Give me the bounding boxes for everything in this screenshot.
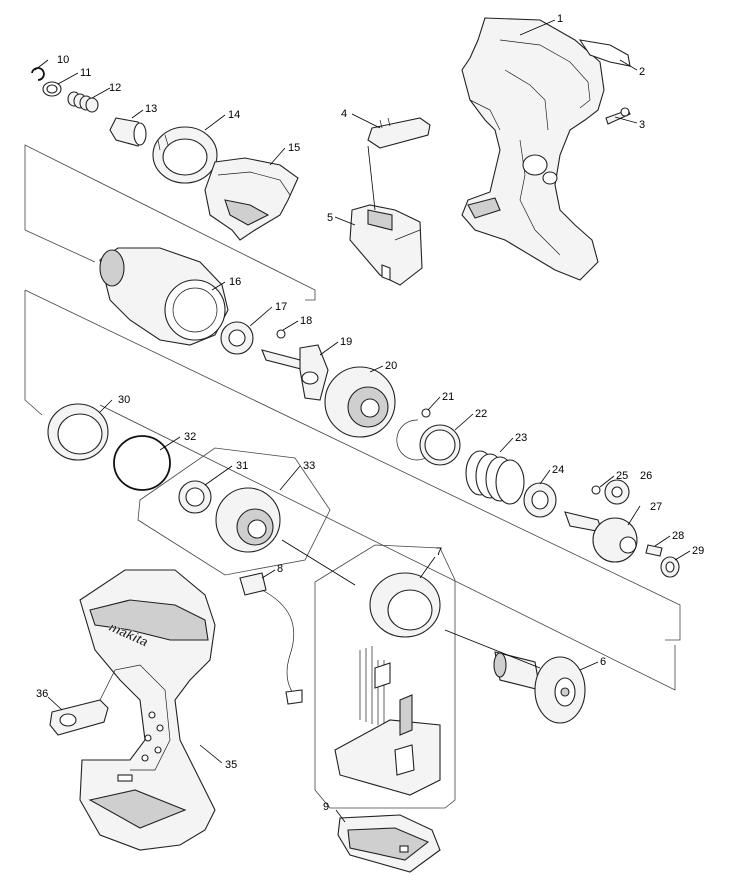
label-12: 12: [109, 82, 121, 94]
part-19-anvil: [261, 344, 329, 401]
part-24-flat-washer: [523, 482, 557, 518]
part-9-terminal: [337, 814, 441, 873]
part-32-o-ring: [113, 435, 171, 491]
label-4: 4: [341, 108, 347, 120]
label-30: 30: [118, 394, 130, 406]
part-20-hammer: [324, 366, 396, 438]
label-15: 15: [288, 142, 300, 154]
part-28-pin: [645, 544, 663, 557]
part-18-ball: [276, 329, 286, 339]
part-15-bumper: [204, 157, 299, 241]
part-4-switch-lever: [367, 117, 431, 149]
part-17-washer: [220, 321, 254, 355]
part-3-screw: [605, 107, 631, 125]
part-36-plate: [49, 699, 109, 736]
label-33: 33: [303, 460, 315, 472]
part-5-switch: [349, 204, 423, 286]
label-26: 26: [640, 470, 652, 482]
leader-lines: [34, 19, 691, 823]
label-28: 28: [672, 530, 684, 542]
label-35: 35: [225, 759, 237, 771]
part-6-armature: [493, 651, 586, 724]
label-24: 24: [552, 464, 564, 476]
label-10: 10: [57, 54, 69, 66]
label-7: 7: [436, 546, 442, 558]
part-12-spring: [67, 91, 99, 113]
part-11-washer: [42, 81, 62, 97]
label-16: 16: [229, 276, 241, 288]
label-23: 23: [515, 432, 527, 444]
part-27-spindle: [564, 511, 638, 563]
part-8-led-circuit: [239, 572, 303, 705]
part-29-washer: [660, 556, 680, 578]
part-31-bearing: [178, 480, 212, 514]
label-2: 2: [639, 66, 645, 78]
label-8: 8: [277, 563, 283, 575]
label-11: 11: [80, 67, 91, 79]
label-1: 1: [557, 13, 563, 25]
part-33-gear-housing: [215, 487, 281, 553]
label-20: 20: [385, 360, 397, 372]
part-25-steel-ball: [591, 485, 601, 495]
part-22-washer: [419, 424, 461, 466]
assembly-guide-lines: [24, 144, 681, 691]
label-22: 22: [475, 408, 487, 420]
label-36: 36: [36, 688, 48, 700]
label-9: 9: [323, 801, 329, 813]
part-30-ring: [47, 403, 109, 461]
label-13: 13: [145, 103, 157, 115]
part-7-controller: [334, 572, 441, 796]
label-27: 27: [650, 501, 662, 513]
label-21: 21: [442, 391, 454, 403]
part-23-compression-spring: [465, 450, 525, 505]
part-14-ring: [152, 126, 218, 184]
part-35-housing-left: [79, 569, 216, 851]
label-6: 6: [600, 656, 606, 668]
part-number-labels: 1 2 3 4 5 6 7 8 9 10 11 12 13 14 15 16 1…: [36, 13, 704, 813]
part-26-gear: [604, 479, 630, 505]
label-18: 18: [300, 315, 312, 327]
part-16-hammer-case: [99, 247, 229, 346]
label-14: 14: [228, 109, 240, 121]
part-13-sleeve: [109, 117, 147, 147]
label-17: 17: [275, 301, 287, 313]
label-29: 29: [692, 545, 704, 557]
part-7-group-boundary: [314, 544, 456, 809]
part-33-group-boundary: [137, 447, 331, 576]
part-10-retaining-ring: [31, 67, 45, 81]
label-31: 31: [236, 460, 248, 472]
label-19: 19: [340, 336, 352, 348]
part-21-steel-ball: [396, 408, 431, 461]
label-5: 5: [327, 212, 333, 224]
label-25: 25: [616, 470, 628, 482]
part-1-housing: [461, 17, 605, 281]
label-3: 3: [639, 119, 645, 131]
label-32: 32: [184, 431, 196, 443]
